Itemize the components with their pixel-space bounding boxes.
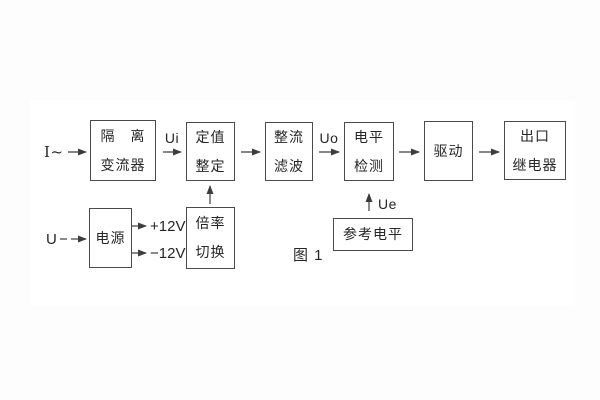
label-minus-12v: −12V — [150, 245, 186, 262]
figure-caption: 图 1 — [293, 247, 324, 264]
block-label: 整流 — [274, 128, 304, 145]
block-level-detect: 电平 检测 — [344, 122, 394, 181]
block-label: 隔 离 — [100, 127, 146, 144]
block-label: 变流器 — [100, 156, 146, 173]
block-reference-level: 参考电平 — [333, 218, 413, 251]
label-ui: Ui — [164, 130, 180, 146]
block-label: 参考电平 — [343, 226, 403, 243]
block-rectifier-filter: 整流 滤波 — [265, 122, 313, 181]
block-drive: 驱动 — [424, 121, 473, 181]
block-label: 继电器 — [512, 156, 558, 173]
block-label: 出口 — [520, 127, 550, 144]
label-uo: Uo — [319, 130, 339, 146]
block-label: 倍率 — [195, 215, 226, 232]
label-input-voltage: U — [46, 231, 58, 248]
block-isolation-transformer: 隔 离 变流器 — [90, 120, 156, 181]
label-input-current: I~ — [44, 143, 64, 161]
block-setting: 定值 整定 — [186, 122, 235, 181]
block-label: 电源 — [95, 229, 126, 246]
block-label: 切换 — [195, 244, 226, 260]
block-label: 驱动 — [433, 142, 464, 159]
block-label: 电平 — [354, 128, 384, 145]
label-plus-12v: +12V — [150, 218, 186, 235]
block-label: 整定 — [195, 157, 226, 174]
label-ue: Ue — [378, 196, 397, 212]
block-power-supply: 电源 — [89, 208, 132, 268]
block-label: 滤波 — [274, 157, 304, 174]
block-output-relay: 出口 继电器 — [504, 121, 566, 180]
block-ratio-switch: 倍率 切换 — [186, 207, 235, 269]
block-label: 检测 — [354, 157, 384, 174]
block-label: 定值 — [195, 128, 226, 145]
